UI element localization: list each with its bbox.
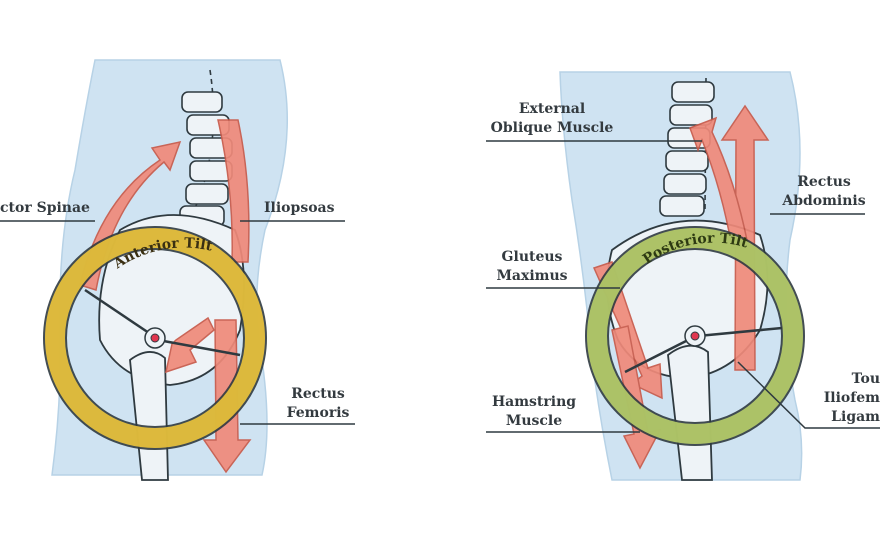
iliofemoral-ligament-label: Tou Iliofem Ligam: [823, 371, 880, 425]
iliopsoas-label: Iliopsoas: [264, 200, 335, 216]
anterior-tilt-figure: Anterior Tilt: [0, 59, 355, 481]
leader-lines-right: [486, 140, 880, 433]
leader-lines-left: [0, 220, 355, 425]
erector-spinae-label: ctor Spinae: [0, 200, 90, 216]
tilt-ring-icon: [585, 226, 805, 446]
gluteus-maximus-label: Gluteus Maximus: [496, 249, 568, 284]
spine-icon: [179, 91, 233, 227]
rectus-femoris-label: Rectus Femoris: [286, 386, 350, 421]
posterior-tilt-figure: Posterior Tilt: [486, 71, 880, 481]
tilt-ring-icon: [43, 226, 267, 450]
rectus-abdominis-label: Rectus Abdominis: [782, 174, 866, 209]
external-oblique-label: External Oblique Muscle: [490, 101, 614, 136]
hamstring-muscle-label: Hamstring Muscle: [491, 394, 577, 429]
